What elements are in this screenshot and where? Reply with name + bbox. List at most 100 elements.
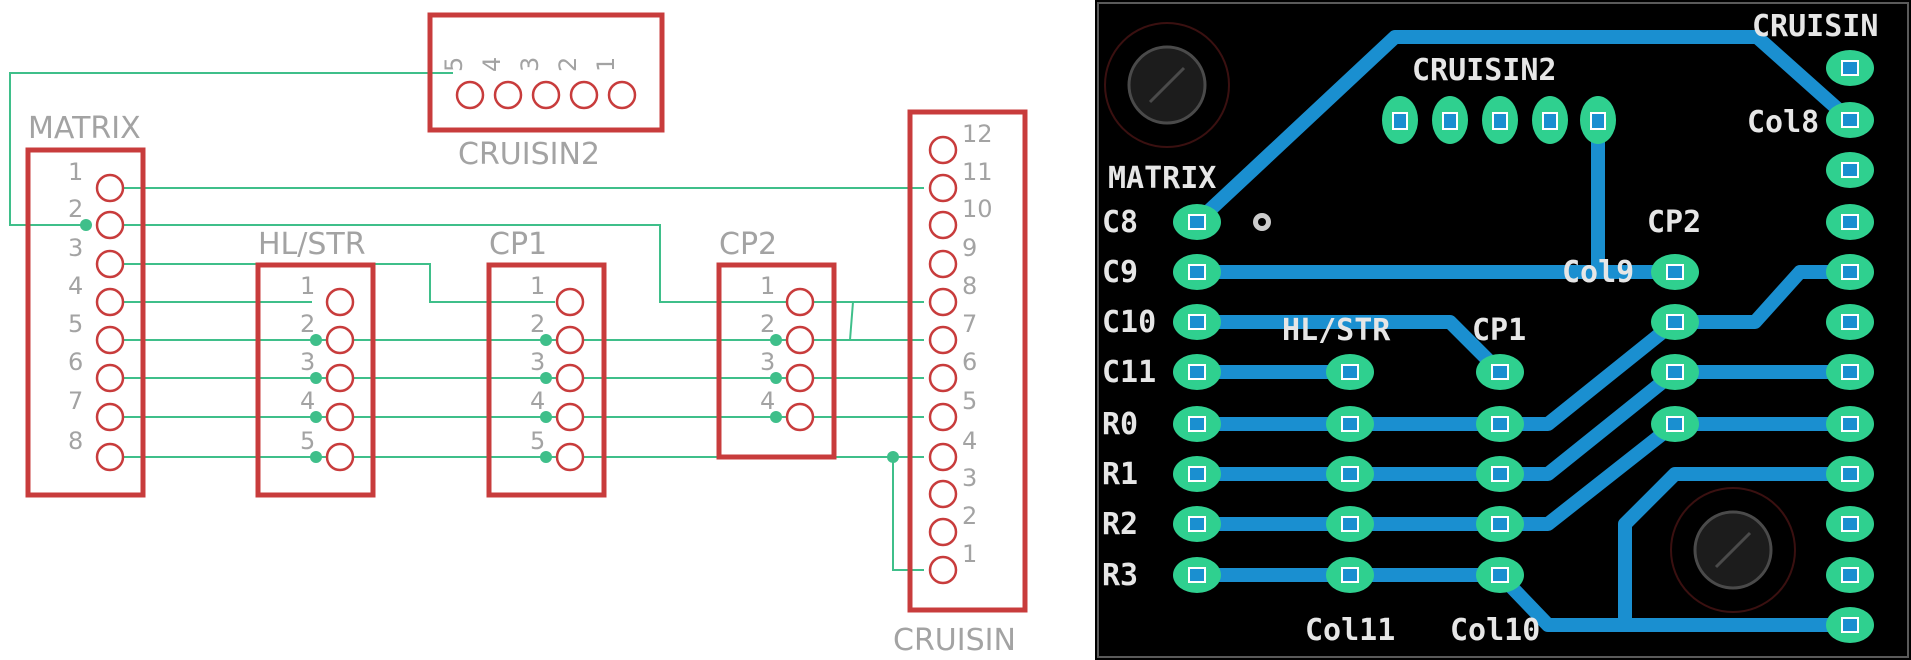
pin-number: 2	[760, 310, 775, 338]
net-label-col11: Col11	[1305, 613, 1395, 648]
pin	[95, 249, 125, 279]
matrix-outline	[25, 147, 146, 498]
drill	[1841, 364, 1859, 380]
pin	[785, 363, 815, 393]
pin	[95, 363, 125, 393]
drill	[1491, 567, 1509, 583]
drill	[1442, 112, 1458, 130]
drill	[1341, 516, 1359, 532]
drill	[1841, 617, 1859, 633]
drill	[1841, 416, 1859, 432]
pin	[928, 555, 958, 585]
pin	[95, 287, 125, 317]
cruisin2-pin-numbers: 5 4 3 2 1	[440, 57, 620, 72]
net-label-col8: Col8	[1747, 105, 1819, 140]
drill	[1341, 567, 1359, 583]
drill	[1841, 214, 1859, 230]
pin-number: 2	[554, 57, 582, 72]
drill	[1188, 416, 1206, 432]
schematic: MATRIX HL/STR CP1 CP2 CRUISIN CRUISIN2 1…	[9, 12, 1028, 658]
pin	[785, 325, 815, 355]
pin-number: 1	[592, 57, 620, 72]
pin	[928, 442, 958, 472]
drill	[1188, 567, 1206, 583]
net-label-col10: Col10	[1450, 613, 1540, 648]
pin-number: 10	[962, 195, 993, 223]
net-label-col9: Col9	[1562, 255, 1634, 290]
pin	[325, 402, 355, 432]
row-label: C11	[1102, 355, 1156, 390]
pin-number: 8	[68, 427, 83, 455]
junction	[770, 411, 782, 423]
junction	[540, 451, 552, 463]
cp1-outline	[486, 262, 607, 498]
drill	[1666, 314, 1684, 330]
row-label: C8	[1102, 205, 1138, 240]
pin-number: 3	[760, 348, 775, 376]
cruisin2-outline	[427, 12, 665, 133]
pin-number: 2	[530, 310, 545, 338]
drill	[1341, 416, 1359, 432]
drill-holes	[1188, 60, 1859, 633]
row-label: R0	[1102, 407, 1138, 442]
row-label: R3	[1102, 558, 1138, 593]
drill	[1841, 60, 1859, 76]
pin	[493, 80, 523, 110]
pin-circles	[95, 80, 958, 585]
pin-number: 1	[530, 272, 545, 300]
trace-c8	[1192, 30, 1855, 228]
drill	[1188, 314, 1206, 330]
pin	[785, 287, 815, 317]
drill	[1188, 516, 1206, 532]
pin-number: 2	[68, 195, 83, 223]
pin-number: 6	[68, 348, 83, 376]
pin-number: 5	[530, 427, 545, 455]
wire-cruisin2-matrix	[9, 72, 453, 226]
board-outline	[1097, 2, 1909, 658]
drill	[1491, 466, 1509, 482]
matrix-label: MATRIX	[28, 111, 141, 146]
row-label: R2	[1102, 507, 1138, 542]
drill	[1841, 264, 1859, 280]
pin	[607, 80, 637, 110]
pcb-hlstr-label: HL/STR	[1282, 313, 1391, 348]
pin-number: 1	[962, 540, 977, 568]
pin-number: 3	[300, 348, 315, 376]
pin-number: 7	[962, 310, 977, 338]
row-label: R1	[1102, 457, 1138, 492]
drill	[1491, 416, 1509, 432]
trace-r3-branch	[1618, 467, 1850, 625]
drill	[1491, 516, 1509, 532]
junction	[770, 372, 782, 384]
drill	[1666, 416, 1684, 432]
cp2-outline	[716, 262, 837, 460]
pin-number: 4	[300, 387, 315, 415]
pin-number: 12	[962, 120, 993, 148]
pin	[928, 173, 958, 203]
pin-number: 6	[962, 348, 977, 376]
pcb-cp1-label: CP1	[1472, 313, 1526, 348]
drill	[1542, 112, 1558, 130]
mounting-hole-mark	[1148, 66, 1186, 104]
drill	[1492, 112, 1508, 130]
pin-number: 5	[68, 310, 83, 338]
cruisin-outline	[907, 109, 1028, 613]
row-labels: C8 C9 C10 C11 R0 R1 R2 R3	[1102, 205, 1156, 593]
pin-number: 1	[300, 272, 315, 300]
wire-cruisin-1	[892, 457, 924, 571]
component-outlines	[25, 12, 1028, 613]
pcb-layout: CRUISIN CRUISIN2 MATRIX CP2 HL/STR CP1 C…	[1095, 0, 1911, 660]
cruisin2-label: CRUISIN2	[458, 137, 600, 172]
pin-numbers: 1 2 3 4 5 6 7 8 1 2 3 4 5 1 2 3 4 5 1 2 …	[68, 120, 993, 568]
pcb-pads	[1173, 50, 1874, 643]
pin	[928, 325, 958, 355]
junction	[887, 451, 899, 463]
pin	[928, 249, 958, 279]
drill	[1841, 516, 1859, 532]
pin-number: 2	[962, 502, 977, 530]
pin	[555, 442, 585, 472]
drill	[1841, 314, 1859, 330]
drill	[1341, 364, 1359, 380]
pin-number: 1	[760, 272, 775, 300]
pin-number: 5	[440, 57, 468, 72]
